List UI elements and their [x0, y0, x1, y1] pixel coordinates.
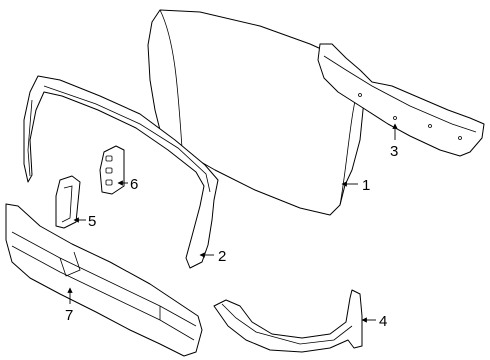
callout-label-7: 7 [65, 307, 73, 324]
callout-label-4: 4 [379, 313, 387, 330]
part-4-lower-trim [213, 289, 363, 353]
callout-label-3: 3 [390, 143, 398, 160]
part-5-emblem [55, 175, 81, 229]
part-7-lower-grille [5, 203, 203, 357]
callout-label-2: 2 [218, 248, 226, 265]
part-2-grille-frame [23, 75, 219, 269]
part-1-grille [147, 9, 365, 216]
part-6-emblem-bracket [99, 145, 125, 195]
callout-label-6: 6 [130, 176, 138, 193]
callout-label-5: 5 [88, 213, 96, 230]
part-3-deflector-panel [317, 43, 485, 157]
callout-label-1: 1 [362, 177, 370, 194]
